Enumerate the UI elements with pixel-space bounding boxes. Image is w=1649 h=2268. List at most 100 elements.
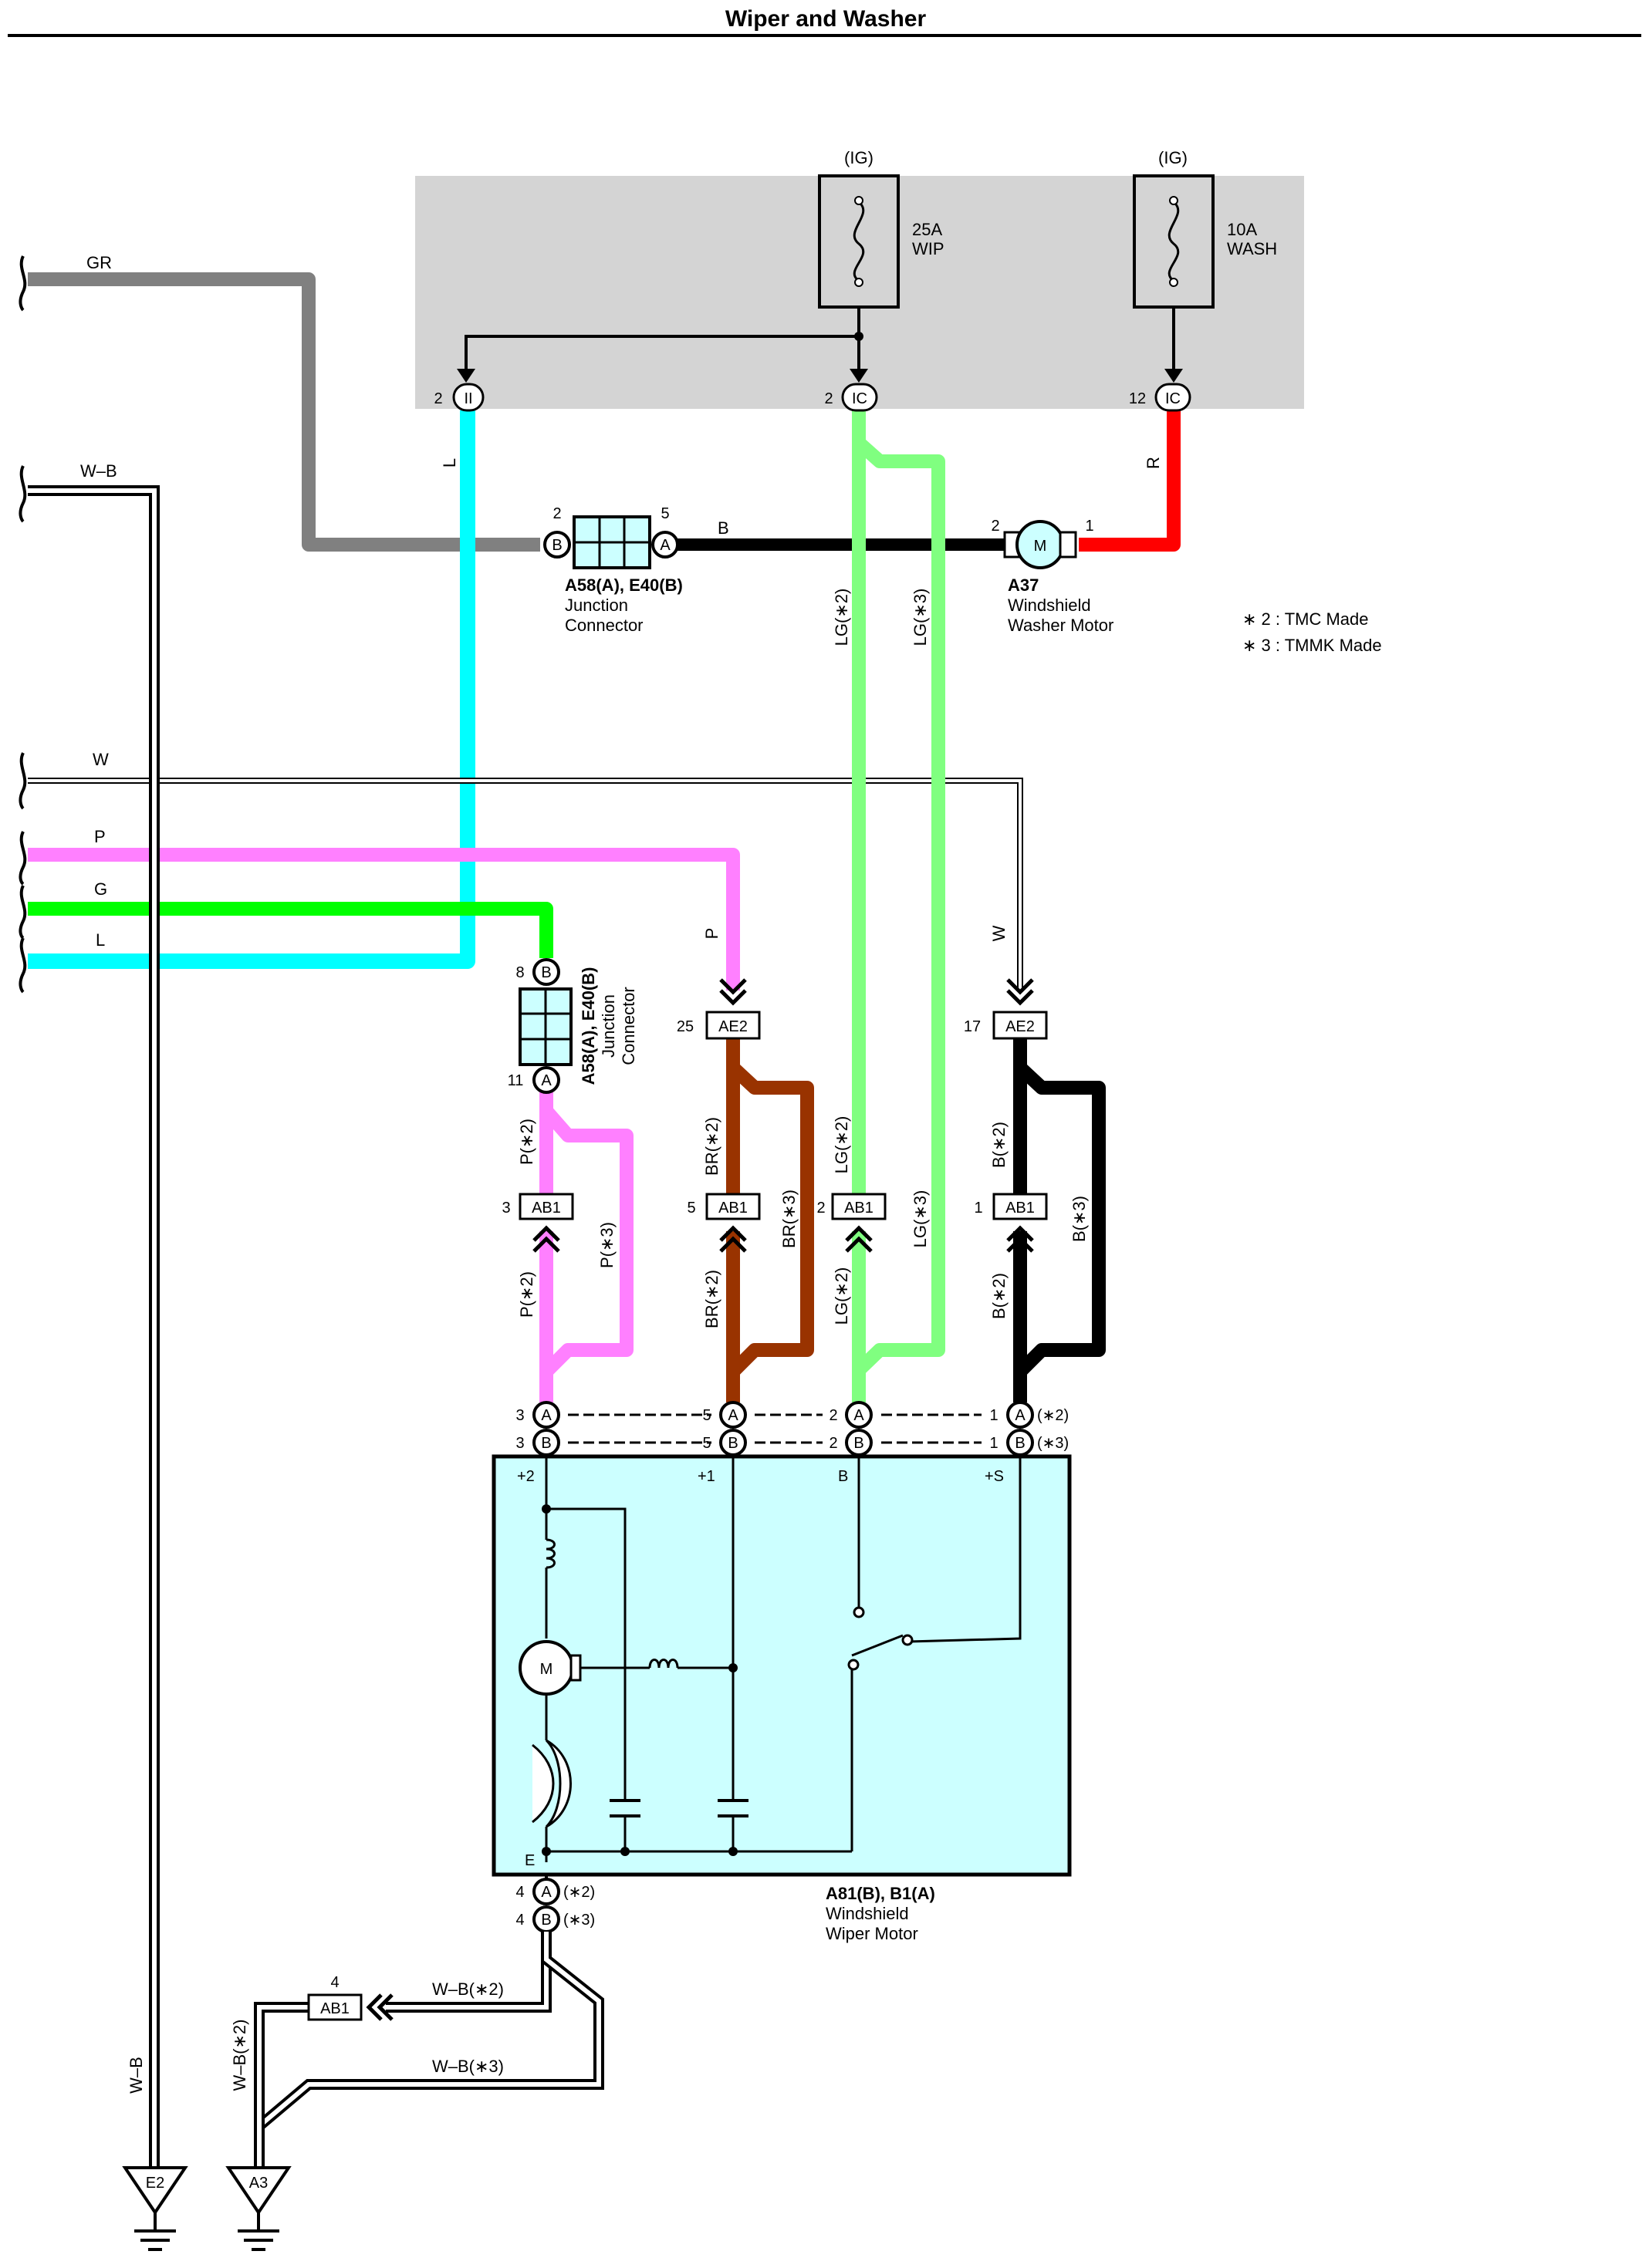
wire-gr [28, 272, 540, 552]
junction-top-name1: Junction [565, 596, 628, 615]
circuit-breaker-icon [532, 1739, 572, 1828]
wire-label-r-vert: R [1144, 457, 1163, 469]
motor-term-plus2: +2 [517, 1468, 535, 1485]
relay-arrows [457, 369, 1183, 383]
wire-label-wb3: W–B(∗3) [432, 2057, 504, 2076]
wire-label-g: G [94, 879, 107, 899]
junction-mid-connector [519, 958, 573, 1094]
motor-term-plus1: +1 [698, 1468, 715, 1485]
ab1-p-code: AB1 [532, 1200, 561, 1217]
wire-label-wb-vert: W–B [127, 2057, 146, 2094]
wire-l [28, 410, 475, 969]
wire-label-w-vert: W [989, 925, 1009, 941]
wire-label-p: P [94, 827, 106, 846]
fuse-wash-amp: 10A [1227, 220, 1257, 239]
motor-e-pin-a: 4 [515, 1884, 524, 1901]
washer-motor-pin-right: 1 [1085, 518, 1093, 535]
wire-label-lg3-mid: LG(∗3) [911, 1190, 930, 1248]
junction-mid-pin-bottom: 11 [508, 1072, 524, 1089]
motor-br-letter-a: A [728, 1407, 738, 1424]
terminal-ii-code: II [464, 390, 472, 407]
motor-e-letter-a: A [541, 1884, 552, 1901]
junction-top-id: A58(A), E40(B) [565, 575, 683, 595]
ae2-connector-p [705, 978, 761, 1040]
washer-motor-name1: Windshield [1008, 596, 1091, 615]
motor-pin-b-lg: 2 [829, 1435, 837, 1452]
wire-wb-inner [28, 488, 157, 2172]
wire-label-p2-upper: P(∗2) [517, 1119, 536, 1165]
motor-e-pin-b: 4 [515, 1912, 524, 1929]
relay-internal-wiring [465, 307, 1175, 380]
wire-label-br2-upper: BR(∗2) [702, 1117, 721, 1176]
ab1-lg-pin: 2 [816, 1200, 825, 1217]
ig-label-wash: (IG) [1158, 148, 1188, 167]
ab1-br-code: AB1 [718, 1200, 748, 1217]
terminal-ic2-num: 12 [1129, 390, 1146, 407]
wire-w-inner [28, 779, 1022, 991]
wire-label-b: B [718, 518, 729, 538]
wiper-motor-name1: Windshield [826, 1904, 909, 1923]
wire-label-p3: P(∗3) [597, 1222, 617, 1268]
junction-mid-name1: Junction [599, 994, 618, 1058]
wiper-switch [847, 1606, 914, 1671]
wire-label-w: W [93, 750, 109, 769]
ab1-lg-code: AB1 [844, 1200, 873, 1217]
motor-e-terminals [532, 1878, 560, 1933]
ab1-b-code: AB1 [1005, 1200, 1035, 1217]
wire-label-l: L [96, 930, 105, 950]
wire-break-markers [19, 255, 27, 994]
wire-label-lg3-top: LG(∗3) [911, 589, 930, 646]
motor-pin-a-b: 1 [989, 1407, 998, 1424]
motor-b-letter-a: A [1015, 1407, 1026, 1424]
ae2-w-pin: 17 [964, 1018, 981, 1035]
ground-e2 [122, 2166, 188, 2251]
motor-term-b: B [838, 1468, 848, 1485]
motor-note-a: (∗2) [1037, 1407, 1069, 1424]
wiper-motor-body [492, 1454, 1072, 1877]
wire-lg-3 [852, 410, 945, 1402]
ground-e2-label: E2 [146, 2175, 164, 2192]
wire-label-b2-lower: B(∗2) [989, 1273, 1009, 1319]
ae2-connector-w [992, 978, 1048, 1040]
wire-label-br3: BR(∗3) [779, 1190, 799, 1248]
wire-label-wb: W–B [80, 461, 117, 481]
motor-b-letter-b: B [1015, 1435, 1025, 1452]
note-tmmk: ∗ 3 : TMMK Made [1242, 636, 1382, 655]
motor-pin-a-br: 5 [702, 1407, 711, 1424]
page-title: Wiper and Washer [725, 6, 927, 32]
ab1-connector-b [992, 1193, 1048, 1253]
ab1-connector-br [705, 1193, 761, 1253]
wire-label-wb2: W–B(∗2) [432, 1979, 504, 1999]
motor-junction-dots [542, 1504, 738, 1856]
wire-label-l-vert: L [440, 458, 459, 467]
wiper-motor-internal [545, 1455, 1022, 1862]
junction-mid-letter-b: B [541, 964, 551, 981]
motor-lg-letter-b: B [853, 1435, 863, 1452]
wire-r [1079, 410, 1181, 552]
motor-term-e: E [525, 1852, 535, 1869]
wire-g [28, 902, 553, 958]
junction-mid-pin-top: 8 [515, 964, 524, 981]
wire-label-lg2-lower: LG(∗2) [832, 1267, 851, 1325]
motor-p-letter-b: B [541, 1435, 551, 1452]
ab1-connector-p [519, 1193, 574, 1253]
motor-br-letter-b: B [728, 1435, 738, 1452]
ab1-wb-code: AB1 [320, 2000, 350, 2017]
junction-top-name2: Connector [565, 616, 644, 635]
capacitors [610, 1799, 748, 1817]
ab1-b-pin: 1 [974, 1200, 982, 1217]
washer-motor-id: A37 [1008, 575, 1039, 595]
junction-top-letter-a: A [660, 537, 671, 554]
motor-pin-a-lg: 2 [829, 1407, 837, 1424]
terminal-ii-num: 2 [434, 390, 442, 407]
ae2-p-code: AE2 [718, 1018, 748, 1035]
junction-top-pin-left: 2 [552, 505, 561, 522]
motor-term-s: +S [985, 1468, 1004, 1485]
junction-top-connector [543, 515, 679, 569]
wire-label-b2-upper: B(∗2) [989, 1122, 1009, 1168]
ab1-connector-lg [831, 1193, 887, 1253]
washer-motor-symbol: M [1034, 538, 1047, 555]
terminal-ic1-code: IC [852, 390, 867, 407]
motor-lg-letter-a: A [853, 1407, 864, 1424]
wire-label-p2-lower: P(∗2) [517, 1271, 536, 1318]
